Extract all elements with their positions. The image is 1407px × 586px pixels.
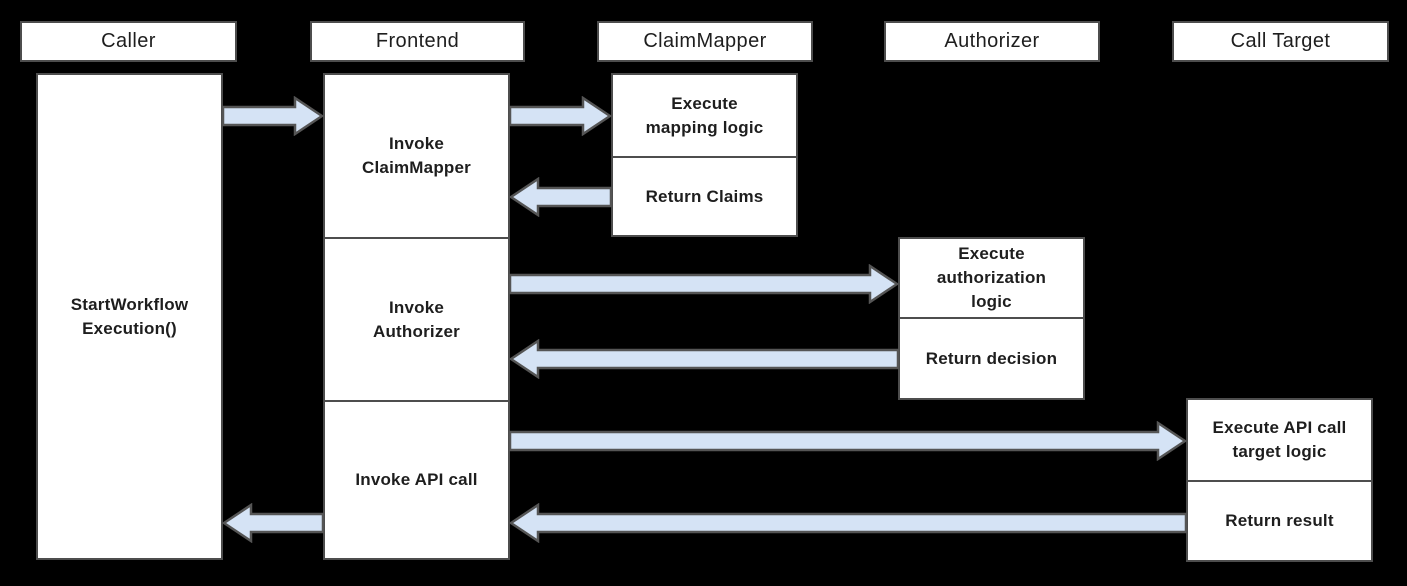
flow-arrow-calltarget-to-frontend [509,503,1187,543]
lane-header-authorizer-label: Authorizer [944,30,1040,52]
step-return-result: Return result [1188,480,1371,560]
lane-header-caller: Caller [20,21,237,62]
lane-header-claimmapper-label: ClaimMapper [643,30,767,52]
flow-arrow-frontend-to-claimmapper [509,96,612,136]
flow-arrow-frontend-to-calltarget [509,421,1187,461]
lane-header-calltarget-label: Call Target [1230,30,1331,52]
lane-header-claimmapper: ClaimMapper [597,21,813,62]
step-startworkflowexecution: StartWorkflow Execution() [70,294,189,338]
lane-header-authorizer: Authorizer [884,21,1100,62]
activation-claimmapper: Execute mapping logic Return Claims [611,73,798,237]
step-return-decision: Return decision [900,317,1083,398]
step-invoke-claimmapper: Invoke ClaimMapper [362,134,471,177]
lane-header-frontend-label: Frontend [375,30,460,52]
activation-calltarget: Execute API call target logic Return res… [1186,398,1373,562]
step-execute-mapping-logic: Execute mapping logic [645,93,764,137]
activation-authorizer: Execute authorization logic Return decis… [898,237,1085,400]
step-invoke-api-call: Invoke API call [325,400,508,558]
lane-header-calltarget: Call Target [1172,21,1389,62]
flow-arrow-claimmapper-to-frontend [509,177,612,217]
step-invoke-authorizer: Invoke Authorizer [325,237,508,400]
flow-arrow-frontend-to-authorizer [509,264,899,304]
activation-frontend: Invoke ClaimMapper Invoke Authorizer Inv… [323,73,510,560]
flow-arrow-caller-to-frontend [222,96,324,136]
flow-arrow-frontend-to-caller [222,503,324,543]
step-execute-api-call-target-logic: Execute API call target logic [1212,418,1347,461]
step-return-claims: Return Claims [613,156,796,235]
lane-header-caller-label: Caller [101,30,156,52]
step-execute-authorization-logic: Execute authorization logic [936,244,1047,311]
activation-caller: StartWorkflow Execution() [36,73,223,560]
flow-arrow-authorizer-to-frontend [509,339,899,379]
lane-header-frontend: Frontend [310,21,525,62]
